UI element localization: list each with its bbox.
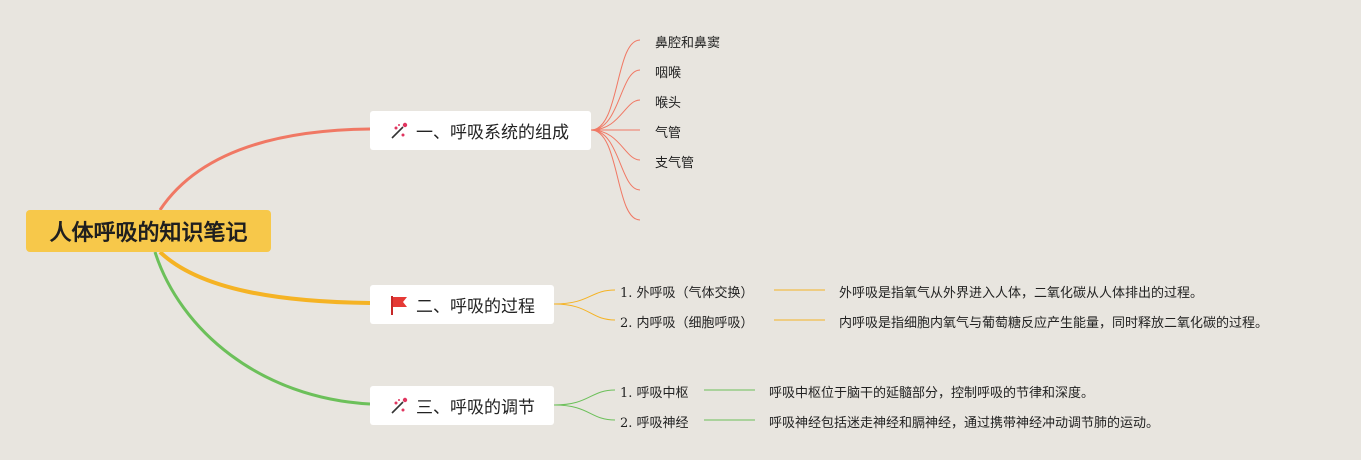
fan-branch-2 xyxy=(553,289,825,321)
fan-branch-1 xyxy=(590,39,641,221)
connector-branch-2 xyxy=(158,250,371,305)
connector-branch-3 xyxy=(153,251,371,406)
sparkle-icon xyxy=(388,395,410,417)
topic-title: 二、呼吸的过程 xyxy=(416,297,535,317)
leaf-item[interactable]: 咽喉 xyxy=(655,66,682,81)
fan-branch-3 xyxy=(553,389,755,421)
topic-title: 一、呼吸系统的组成 xyxy=(416,123,569,143)
leaf-item[interactable]: 喉头 xyxy=(655,96,682,111)
subtopic-description[interactable]: 内呼吸是指细胞内氧气与葡萄糖反应产生能量，同时释放二氧化碳的过程。 xyxy=(839,316,1269,331)
root-title: 人体呼吸的知识笔记 xyxy=(49,221,248,246)
leaf-item[interactable]: 鼻腔和鼻窦 xyxy=(655,36,721,51)
root-topic[interactable]: 人体呼吸的知识笔记 xyxy=(26,210,271,252)
topic-title: 三、呼吸的调节 xyxy=(416,398,535,418)
red-flag-icon xyxy=(388,294,410,316)
sparkle-icon xyxy=(388,120,410,142)
subtopic-external-respiration[interactable]: 1. 外呼吸（气体交换） xyxy=(620,286,754,301)
subtopic-description[interactable]: 呼吸神经包括迷走神经和膈神经，通过携带神经冲动调节肺的运动。 xyxy=(769,416,1160,431)
topic-breathing-regulation[interactable]: 三、呼吸的调节 xyxy=(370,386,554,425)
topic-breathing-process[interactable]: 二、呼吸的过程 xyxy=(370,285,554,324)
subtopic-description[interactable]: 外呼吸是指氧气从外界进入人体，二氧化碳从人体排出的过程。 xyxy=(839,286,1204,301)
leaf-item[interactable]: 气管 xyxy=(655,126,682,141)
subtopic-respiratory-center[interactable]: 1. 呼吸中枢 xyxy=(620,386,689,401)
connector-branch-1 xyxy=(158,127,371,211)
subtopic-respiratory-nerves[interactable]: 2. 呼吸神经 xyxy=(620,416,689,431)
subtopic-description[interactable]: 呼吸中枢位于脑干的延髓部分，控制呼吸的节律和深度。 xyxy=(769,386,1095,401)
leaf-item[interactable]: 支气管 xyxy=(655,156,695,171)
topic-respiratory-system[interactable]: 一、呼吸系统的组成 xyxy=(370,111,591,150)
subtopic-internal-respiration[interactable]: 2. 内呼吸（细胞呼吸） xyxy=(620,316,754,331)
